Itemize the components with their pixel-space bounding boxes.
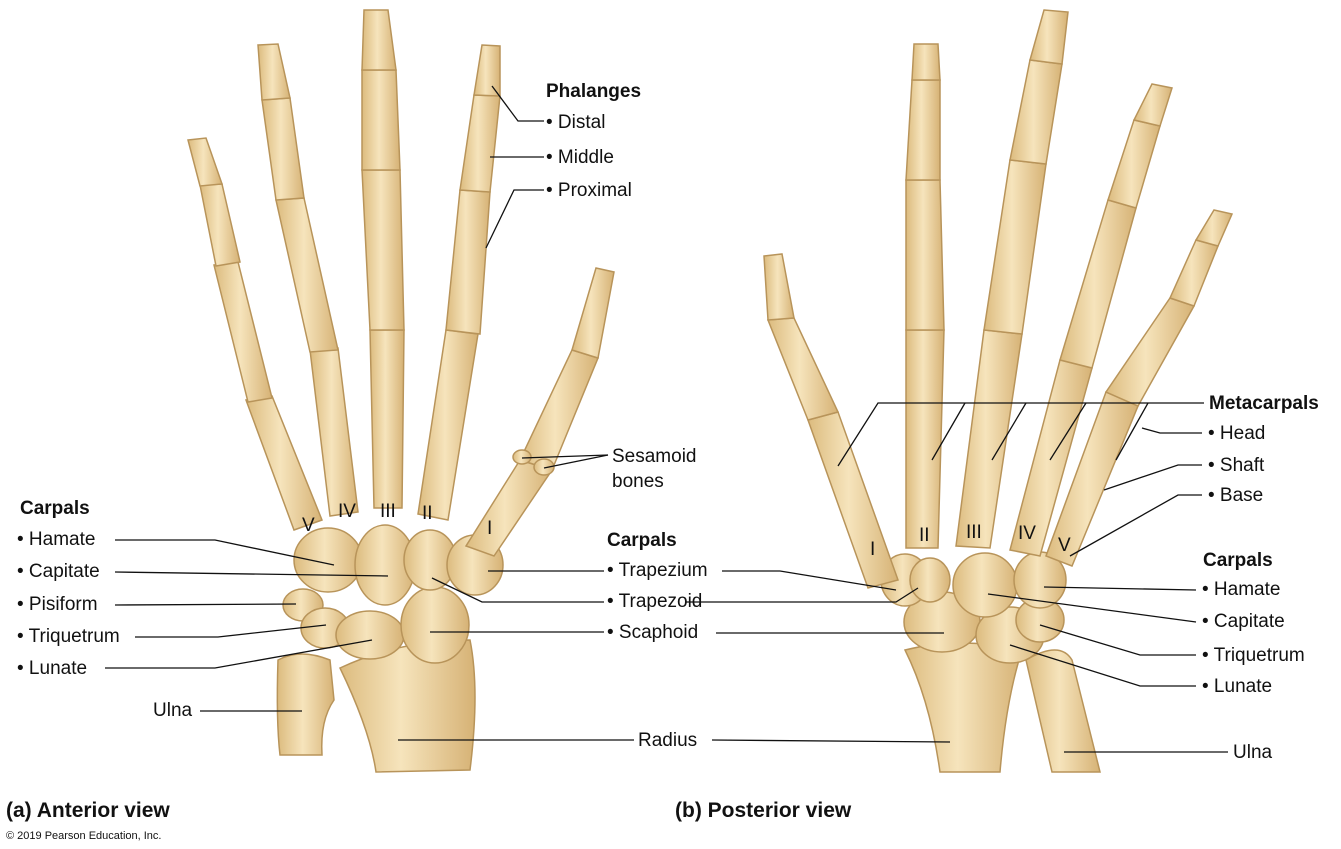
label-head: • Head: [1208, 423, 1266, 444]
carpals-right-heading: Carpals: [607, 530, 677, 551]
anterior-numeral-i: I: [487, 518, 493, 539]
posterior-metacarpal-i: [807, 411, 899, 589]
anterior-sesamoid-bone-2: [533, 458, 555, 476]
label-anterior-triquetrum: • Triquetrum: [17, 626, 120, 647]
posterior-distal-phalanx-i: [763, 253, 795, 321]
anterior-middle-phalanx-v: [199, 183, 241, 267]
leader-lines: [105, 85, 1228, 753]
label-posterior-ulna: Ulna: [1233, 742, 1273, 763]
posterior-capitate-bone: [952, 552, 1018, 618]
anterior-proximal-phalanx-ii: [445, 189, 491, 335]
posterior-metacarpal-iii: [955, 329, 1023, 549]
label-posterior-capitate: • Capitate: [1202, 611, 1285, 632]
anterior-metacarpal-ii: [417, 329, 479, 521]
label-trapezium: • Trapezium: [607, 560, 708, 581]
anterior-hamate-bone: [293, 527, 363, 593]
label-anterior-lunate: • Lunate: [17, 658, 88, 679]
anterior-ulna-bone: [276, 653, 335, 756]
label-anterior-capitate: • Capitate: [17, 561, 100, 582]
anterior-proximal-phalanx-iv: [275, 197, 339, 353]
anterior-scaphoid-bone: [400, 586, 470, 664]
anterior-metacarpal-v: [244, 395, 323, 531]
anterior-metacarpal-iii: [369, 329, 405, 509]
posterior-proximal-phalanx-i: [766, 317, 840, 421]
label-proximal: • Proximal: [546, 180, 632, 201]
anterior-lunate-bone: [335, 610, 405, 660]
label-posterior-hamate: • Hamate: [1202, 579, 1281, 600]
posterior-distal-phalanx-iii: [1029, 9, 1069, 65]
anterior-middle-phalanx-iii: [361, 69, 401, 171]
posterior-hand: [763, 9, 1234, 773]
phalanges-heading: Phalanges: [546, 81, 642, 102]
label-distal: • Distal: [546, 112, 606, 133]
anterior-distal-phalanx-ii: [473, 44, 501, 97]
posterior-numeral-i: I: [870, 539, 876, 560]
anterior-distal-phalanx-iii: [361, 9, 397, 71]
label-radius: Radius: [638, 730, 698, 751]
anterior-numeral-iv: IV: [338, 501, 356, 522]
posterior-ulna-bone: [1025, 649, 1101, 773]
posterior-caption: (b) Posterior view: [675, 799, 852, 822]
anterior-proximal-phalanx-iii: [361, 169, 405, 331]
anterior-numeral-iii: III: [380, 501, 396, 522]
label-posterior-lunate: • Lunate: [1202, 676, 1273, 697]
posterior-middle-phalanx-ii: [905, 79, 941, 181]
posterior-proximal-phalanx-ii: [905, 179, 945, 331]
anterior-distal-phalanx-i: [571, 267, 615, 359]
label-anterior-hamate: • Hamate: [17, 529, 96, 550]
anterior-hand: [187, 9, 615, 773]
label-pisiform: • Pisiform: [17, 594, 98, 615]
posterior-distal-phalanx-v: [1194, 209, 1234, 247]
posterior-trapezoid-bone: [909, 557, 951, 603]
posterior-proximal-phalanx-v: [1104, 297, 1196, 407]
label-posterior-triquetrum: • Triquetrum: [1202, 645, 1305, 666]
label-middle: • Middle: [546, 147, 614, 168]
anterior-middle-phalanx-iv: [261, 97, 305, 201]
label-anterior-ulna: Ulna: [153, 700, 193, 721]
posterior-middle-phalanx-v: [1168, 239, 1220, 307]
anterior-middle-phalanx-ii: [459, 94, 501, 193]
label-sesamoid-line1: Sesamoid: [612, 446, 697, 467]
posterior-carpals-heading: Carpals: [1203, 550, 1273, 571]
posterior-numeral-iii: III: [966, 522, 982, 543]
posterior-numeral-ii: II: [919, 525, 930, 546]
anterior-numeral-v: V: [302, 515, 315, 536]
label-base: • Base: [1208, 485, 1264, 506]
copyright-notice: © 2019 Pearson Education, Inc.: [6, 830, 162, 842]
label-scaphoid: • Scaphoid: [607, 622, 699, 643]
label-shaft: • Shaft: [1208, 455, 1265, 476]
metacarpals-heading: Metacarpals: [1209, 393, 1319, 414]
anterior-distal-phalanx-iv: [257, 43, 291, 101]
posterior-proximal-phalanx-iv: [1059, 199, 1137, 369]
posterior-numeral-v: V: [1058, 535, 1071, 556]
posterior-metacarpal-ii: [905, 329, 945, 549]
anterior-distal-phalanx-v: [187, 137, 224, 187]
label-sesamoid-line2: bones: [612, 471, 664, 492]
posterior-middle-phalanx-iv: [1107, 119, 1161, 209]
anterior-caption: (a) Anterior view: [6, 799, 170, 822]
carpals-left-heading: Carpals: [20, 498, 90, 519]
anterior-proximal-phalanx-i: [518, 349, 600, 471]
label-trapezoid: • Trapezoid: [607, 591, 703, 612]
posterior-middle-phalanx-iii: [1009, 59, 1063, 165]
posterior-distal-phalanx-ii: [911, 43, 941, 81]
anterior-proximal-phalanx-v: [213, 261, 273, 403]
posterior-numeral-iv: IV: [1018, 523, 1036, 544]
posterior-proximal-phalanx-iii: [983, 159, 1047, 335]
anterior-metacarpal-iv: [309, 347, 359, 517]
anterior-numeral-ii: II: [422, 503, 433, 524]
posterior-distal-phalanx-iv: [1132, 83, 1173, 127]
anterior-radius-bone: [338, 639, 476, 773]
anterior-sesamoid-bone-1: [512, 449, 532, 465]
